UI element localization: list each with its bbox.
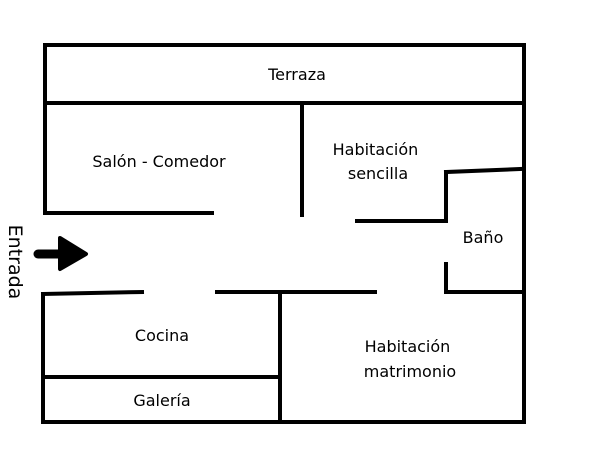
- entrance-label: Entrada: [4, 225, 26, 300]
- entrance-arrow-icon: [33, 236, 88, 271]
- room-label-cocina: Cocina: [135, 326, 189, 345]
- room-label-salon-comedor: Salón - Comedor: [92, 152, 226, 171]
- interior-walls: [40, 101, 526, 424]
- room-label-terraza: Terraza: [267, 65, 326, 84]
- room-label-galeria: Galería: [133, 391, 190, 410]
- room-label-habitacion-sencilla-line-1: Habitación: [333, 140, 419, 159]
- room-label-bano: Baño: [463, 228, 504, 247]
- room-label-habitacion-matrimonio-line-2: matrimonio: [364, 362, 456, 381]
- hallway-wall-left: [40, 289, 145, 297]
- bathroom-top-wall: [443, 166, 524, 175]
- room-label-habitacion-sencilla-line-2: sencilla: [348, 164, 408, 183]
- outer-walls: [41, 43, 526, 424]
- room-label-habitacion-sencilla: Habitación sencilla: [333, 140, 424, 183]
- room-label-habitacion-matrimonio-line-1: Habitación: [365, 337, 451, 356]
- room-label-habitacion-matrimonio: Habitación matrimonio: [364, 337, 456, 381]
